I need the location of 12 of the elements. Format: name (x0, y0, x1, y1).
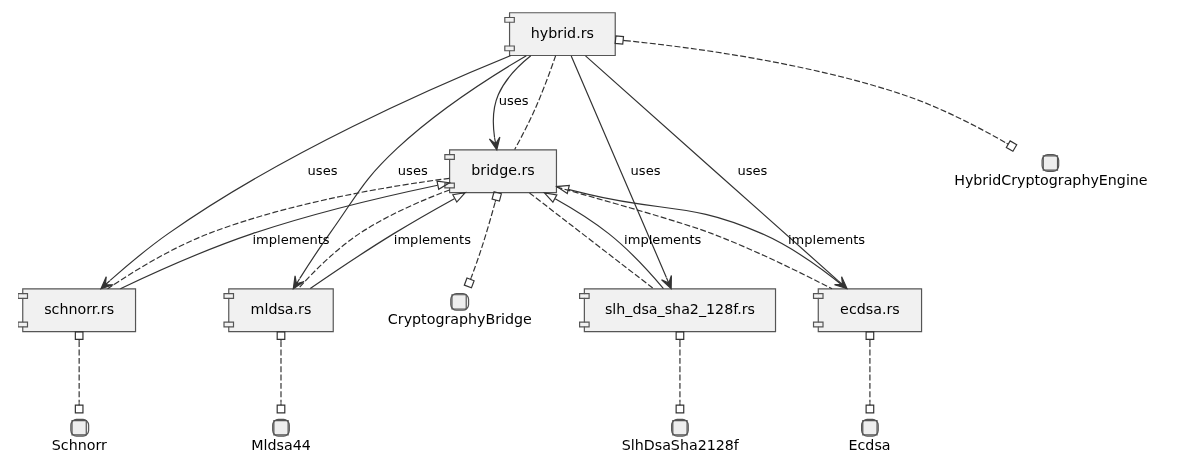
node-label: Schnorr (51, 436, 107, 453)
node-label: Mldsa44 (250, 436, 311, 453)
node-label: Ecdsa (848, 436, 891, 453)
edge-label: uses (397, 162, 428, 178)
edge-label: uses (736, 162, 767, 178)
edge-label: uses (498, 93, 529, 109)
node-label: CryptographyBridge (387, 310, 532, 327)
edge-label: uses (307, 162, 337, 178)
edge-label: implements (393, 232, 471, 248)
node-label: HybridCryptographyEngine (953, 172, 1148, 189)
edge-label: uses (630, 162, 660, 178)
node-label: SlhDsaSha2128f (621, 436, 739, 453)
